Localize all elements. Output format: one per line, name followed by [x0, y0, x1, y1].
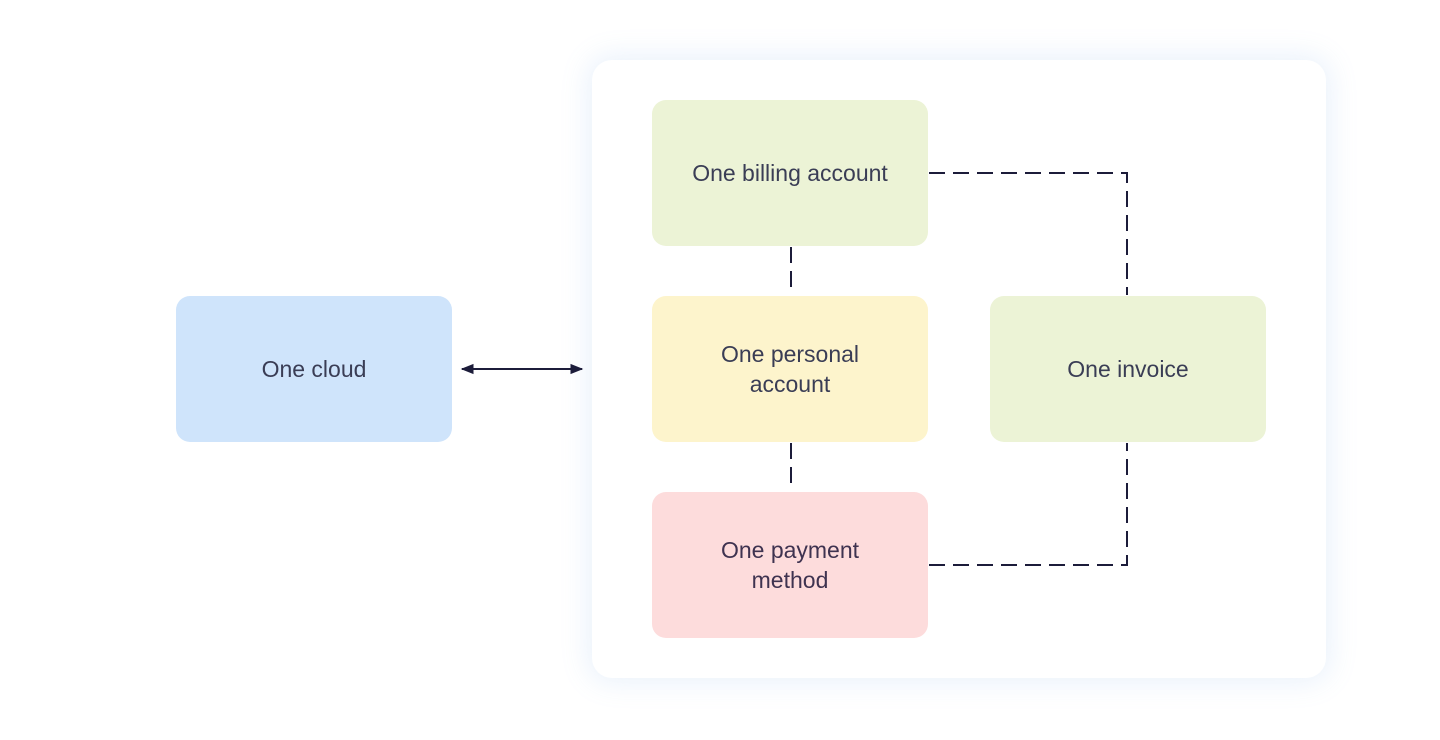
invoice-node-label: One invoice	[1067, 356, 1189, 382]
personal-account-node-label: One personal account	[720, 341, 860, 397]
payment-method-node-label: One payment method	[720, 537, 860, 593]
payment-method-node: One payment method	[652, 492, 928, 638]
cloud-node-label: One cloud	[261, 356, 367, 382]
billing-account-node-label: One billing account	[692, 160, 888, 186]
invoice-node: One invoice	[990, 296, 1266, 442]
payment-to-invoice-connector	[929, 443, 1128, 566]
cloud-node: One cloud	[176, 296, 452, 442]
billing-to-invoice-connector	[929, 172, 1128, 295]
personal-account-node: One personal account	[652, 296, 928, 442]
billing-account-node: One billing account	[652, 100, 928, 246]
